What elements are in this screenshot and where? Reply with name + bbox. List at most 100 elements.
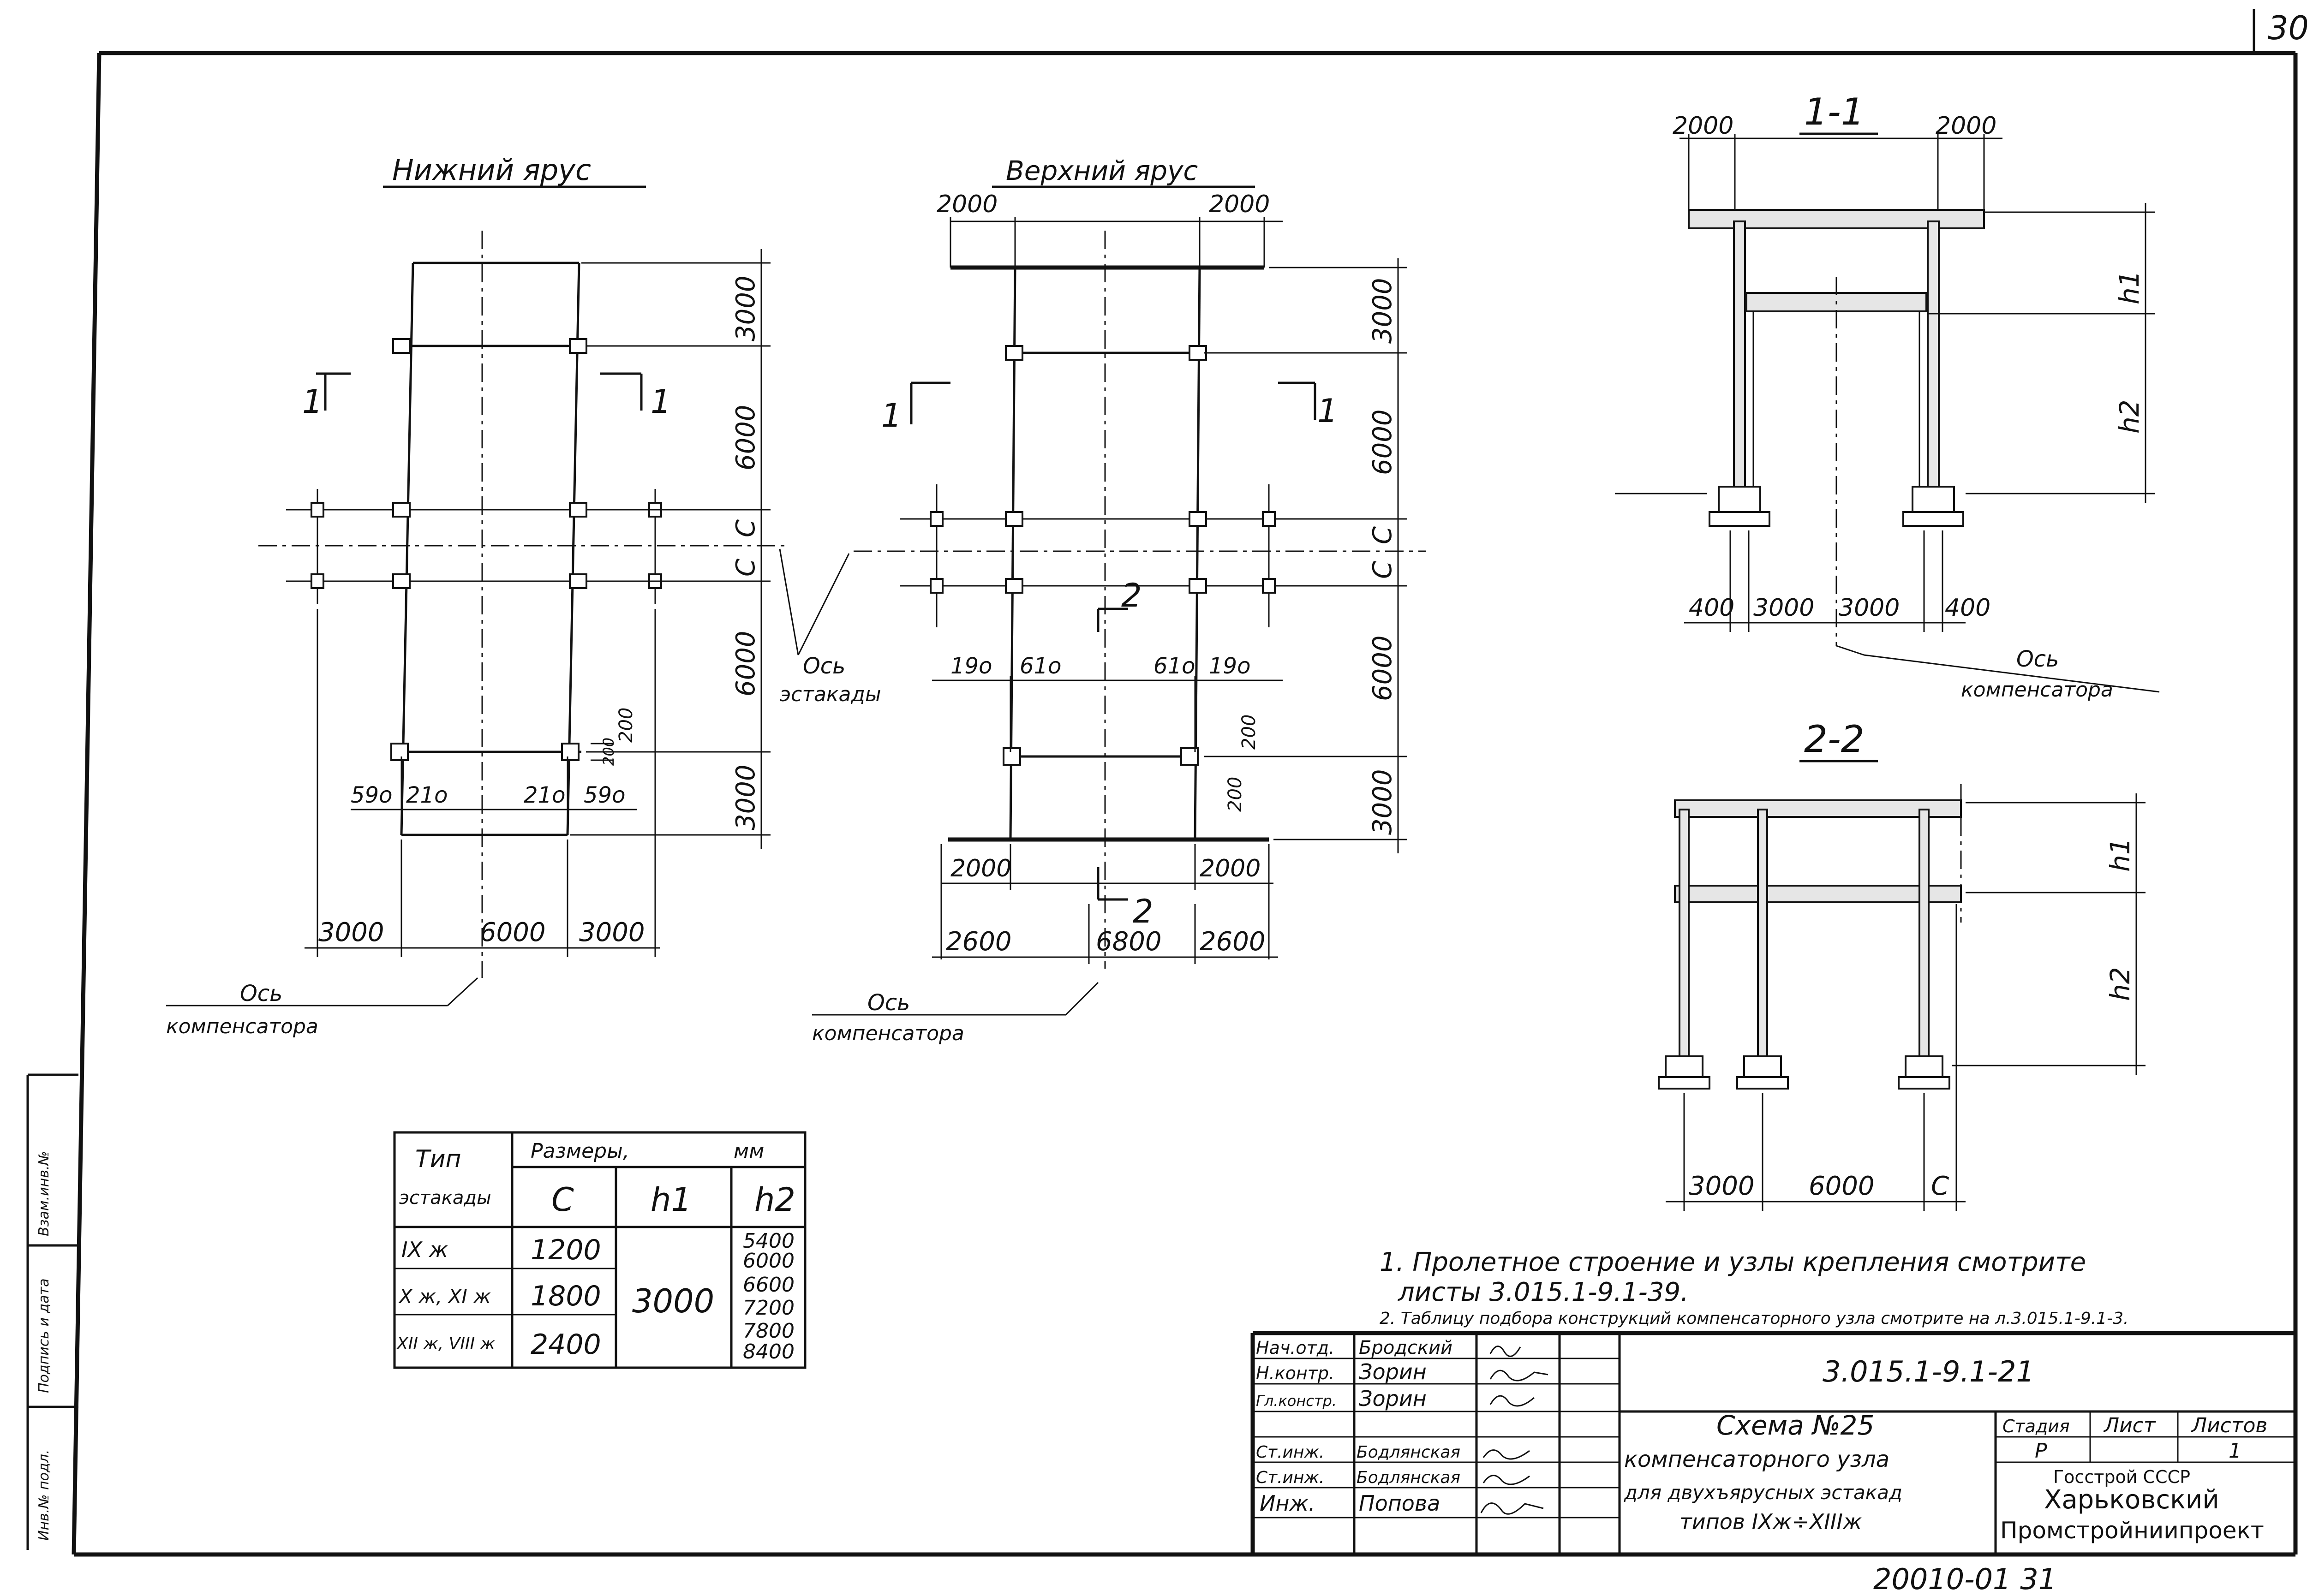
- plan-upper-dim-bottom2-1: 2600: [946, 927, 1012, 957]
- plan-upper-dim-bottom1-2: 2000: [1200, 855, 1261, 882]
- section-1-dim-bottom-4: 400: [1945, 594, 1990, 622]
- plan-lower-dim-detail-3: 21о: [524, 782, 565, 808]
- plan-lower-dim-right-2: 6000: [731, 405, 761, 470]
- plan-lower-dim-detail-1: 59о: [351, 782, 392, 808]
- plan-lower-dim-right-6: 3000: [731, 764, 761, 830]
- tb-role: Н.контр.: [1256, 1363, 1334, 1383]
- plan-lower-title: Нижний ярус: [392, 153, 591, 187]
- section-2-title: 2-2: [1804, 718, 1865, 761]
- note-line-1: 1. Пролетное строение и узлы крепления с…: [1380, 1247, 2086, 1277]
- table-h2-value: 7800: [743, 1319, 795, 1343]
- table-row-c: 1200: [531, 1234, 601, 1266]
- note-line-2: листы 3.015.1-9.1-39.: [1398, 1277, 1689, 1307]
- table-h2-value: 8400: [743, 1340, 795, 1364]
- section-1-dim-top-2: 2000: [1936, 112, 1996, 140]
- section-2-dim-side-h1: h1: [2104, 838, 2136, 872]
- plan-upper-dim-top-1: 2000: [937, 191, 998, 218]
- signature-scribble: [1482, 1475, 1530, 1485]
- table-head-unit: мм: [734, 1139, 764, 1163]
- plan-lower-dim-bottom-3: 3000: [579, 917, 645, 947]
- plan-upper-dim-right-1: 3000: [1368, 278, 1398, 344]
- plan-lower-section-mark-left: 1: [302, 383, 323, 421]
- tb-stage: Р: [2035, 1439, 2047, 1463]
- plan-lower-dim-bottom-1: 3000: [318, 917, 384, 947]
- table-h1-value: 3000: [632, 1282, 714, 1320]
- plan-lower-section-mark-right: 1: [651, 383, 671, 421]
- plan-upper-title: Верхний ярус: [1006, 155, 1198, 186]
- tb-name: Бродский: [1359, 1337, 1452, 1358]
- section-1-dim-top-1: 2000: [1673, 112, 1733, 140]
- plan-lower-dim-right-3: С: [731, 519, 761, 537]
- plan-upper-comp-label-1: Ось: [867, 990, 910, 1016]
- signature-scribble: [1489, 1346, 1521, 1357]
- table-col-h2: h2: [754, 1181, 795, 1219]
- section-1-dim-bottom-1: 400: [1689, 594, 1734, 622]
- table-row-type: IX ж: [401, 1237, 448, 1262]
- section-2-2: 2-2 h1 h2 3000 6000 С: [1658, 718, 2146, 1211]
- plan-upper-dim-detail-4: 19о: [1209, 653, 1250, 679]
- plan-lower-axis-label-2: эстакады: [780, 683, 881, 706]
- plan-upper-dim-detail-3: 61о: [1154, 653, 1195, 679]
- plan-lower: Нижний ярус 1 1: [166, 153, 881, 1038]
- signature-scribble: [1480, 1502, 1544, 1515]
- section-1-dim-bottom-2: 3000: [1753, 594, 1814, 622]
- plan-lower-comp-label-2: компенсатора: [166, 1015, 318, 1038]
- tb-desc-3: для двухъярусных эстакад: [1624, 1481, 1902, 1504]
- tb-org-3: Промстройниипроект: [2000, 1517, 2264, 1544]
- table-row-type: X ж, XI ж: [398, 1285, 491, 1308]
- tb-role: Гл.констр.: [1256, 1392, 1337, 1410]
- plan-upper-section-mark-2-top: 2: [1121, 577, 1142, 614]
- plan-lower-dim-right-4: С: [731, 559, 761, 577]
- tb-sheets-head: Листов: [2191, 1414, 2267, 1437]
- signature-scribble: [1482, 1449, 1530, 1460]
- notes: 1. Пролетное строение и узлы крепления с…: [1380, 1247, 2128, 1328]
- plan-lower-dim-right-1: 3000: [731, 275, 761, 341]
- table-row-c: 2400: [531, 1328, 601, 1361]
- table-head-sizes: Размеры,: [531, 1139, 629, 1163]
- sizes-table: Тип эстакады Размеры, мм С h1 h2 IX ж 12…: [393, 1131, 807, 1369]
- plan-upper-dim-detail-5: 200: [1238, 715, 1260, 750]
- sheet-frame: [72, 9, 2298, 1557]
- plan-upper-section-mark-left: 1: [881, 397, 902, 435]
- plan-upper-dim-bottom2-2: 6800: [1096, 927, 1162, 957]
- plan-lower-comp-label-1: Ось: [240, 981, 282, 1006]
- plan-lower-dim-detail-5: 200: [616, 708, 637, 743]
- left-strip: [26, 1073, 78, 1550]
- section-1-dim-bottom-3: 3000: [1839, 594, 1900, 622]
- plan-upper-dim-right-5: 6000: [1368, 635, 1398, 701]
- plan-upper-comp-label-2: компенсатора: [812, 1022, 964, 1045]
- plan-lower-dim-right-5: 6000: [731, 631, 761, 697]
- table-row-c: 1800: [531, 1280, 601, 1312]
- tb-role: Нач.отд.: [1256, 1338, 1334, 1358]
- section-1-dim-side-h2: h2: [2114, 399, 2145, 434]
- table-col-c: С: [551, 1181, 574, 1219]
- plan-upper-dim-detail-6: 200: [1225, 777, 1246, 812]
- tb-name: Бодлянская: [1357, 1443, 1460, 1462]
- tb-role: Ст.инж.: [1256, 1443, 1324, 1462]
- plan-upper-dim-right-2: 6000: [1368, 409, 1398, 475]
- section-2-dim-bottom-1: 3000: [1689, 1171, 1755, 1201]
- tb-sheets: 1: [2229, 1439, 2241, 1463]
- tb-doc-code: 3.015.1-9.1-21: [1823, 1355, 2034, 1388]
- plan-upper-dim-right-6: 3000: [1368, 769, 1398, 835]
- plan-upper-dim-bottom2-3: 2600: [1200, 927, 1266, 957]
- tb-org-1: Госстрой СССР: [2053, 1467, 2190, 1487]
- table-h2-value: 6000: [743, 1249, 795, 1273]
- tb-name: Зорин: [1359, 1386, 1427, 1411]
- table-h2-value: 6600: [743, 1273, 795, 1297]
- section-2-dim-bottom-3: С: [1931, 1171, 1949, 1201]
- title-block: Нач.отд. Бродский Н.контр. Зорин Гл.конс…: [1250, 1331, 2295, 1554]
- sheet-number: 30: [2268, 9, 2307, 47]
- tb-desc-2: компенсаторного узла: [1624, 1447, 1889, 1472]
- signature-scribble: [1489, 1395, 1535, 1407]
- plan-lower-dim-bottom-2: 6000: [480, 917, 546, 947]
- strip-label-inv: Инв.№ подл.: [36, 1450, 52, 1541]
- strip-label-replace: Взам.инв.№: [36, 1151, 52, 1236]
- table-row-type: XII ж, VIII ж: [396, 1334, 496, 1353]
- plan-upper-dim-bottom1-1: 2000: [950, 855, 1011, 882]
- plan-upper-dim-top-2: 2000: [1209, 191, 1270, 218]
- table-h2-value: 7200: [743, 1296, 795, 1320]
- tb-stage-head: Стадия: [2002, 1416, 2070, 1436]
- tb-name: Зорин: [1359, 1359, 1427, 1384]
